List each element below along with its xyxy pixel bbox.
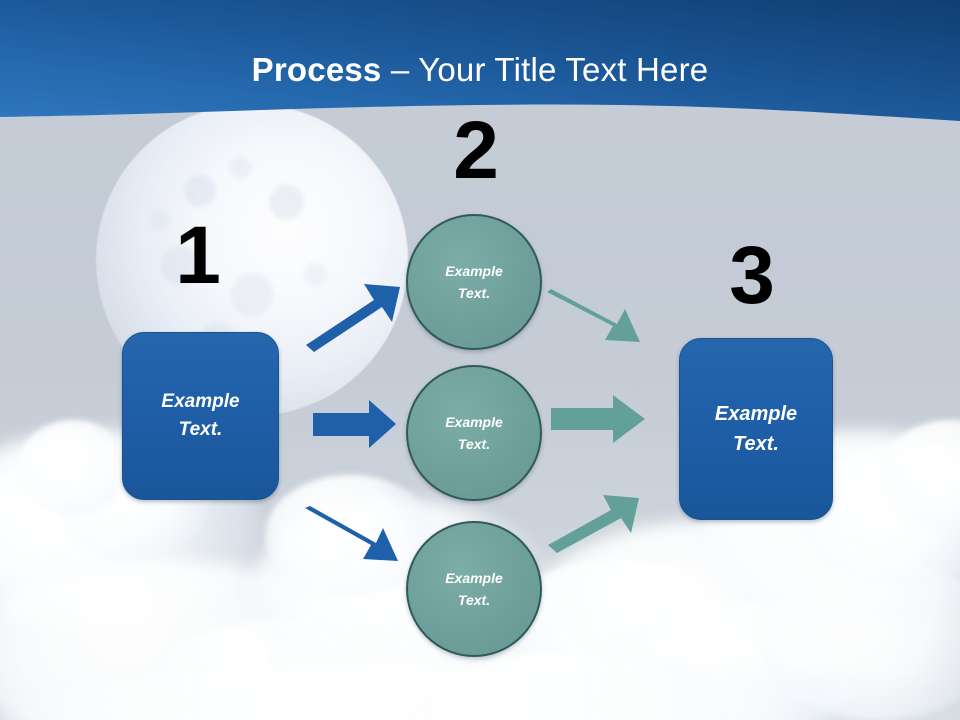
header-band: Process – Your Title Text Here (0, 0, 960, 135)
circle-top-line1: Example (445, 263, 503, 279)
start-box-line1: Example (161, 391, 240, 412)
circle-top-line2: Text. (457, 285, 491, 301)
process-circle-top-text: Example Text. (445, 260, 503, 304)
step-number-2: 2 (453, 105, 499, 196)
process-start-box[interactable]: Example Text. (122, 332, 279, 500)
page-title-separator: – (381, 51, 419, 88)
process-circle-top[interactable]: Example Text. (406, 214, 542, 350)
process-circle-middle[interactable]: Example Text. (406, 365, 542, 501)
circle-bottom-line1: Example (445, 570, 503, 586)
end-box-line2: Text. (733, 433, 779, 455)
circle-middle-line1: Example (445, 414, 503, 430)
start-box-line2: Text. (178, 419, 223, 440)
page-title-light: Your Title Text Here (418, 51, 709, 88)
process-end-box-text: Example Text. (715, 399, 797, 459)
process-circle-middle-text: Example Text. (445, 411, 503, 455)
page-title: Process – Your Title Text Here (0, 50, 960, 90)
process-circle-bottom-text: Example Text. (445, 567, 503, 611)
end-box-line1: Example (714, 403, 798, 425)
step-number-3: 3 (729, 230, 775, 321)
process-circle-bottom[interactable]: Example Text. (406, 521, 542, 657)
circle-bottom-line2: Text. (457, 592, 491, 608)
step-number-1: 1 (175, 210, 221, 301)
circle-middle-line2: Text. (457, 436, 491, 452)
page-title-strong: Process (251, 51, 382, 88)
process-start-box-text: Example Text. (161, 388, 239, 444)
process-end-box[interactable]: Example Text. (679, 338, 833, 520)
